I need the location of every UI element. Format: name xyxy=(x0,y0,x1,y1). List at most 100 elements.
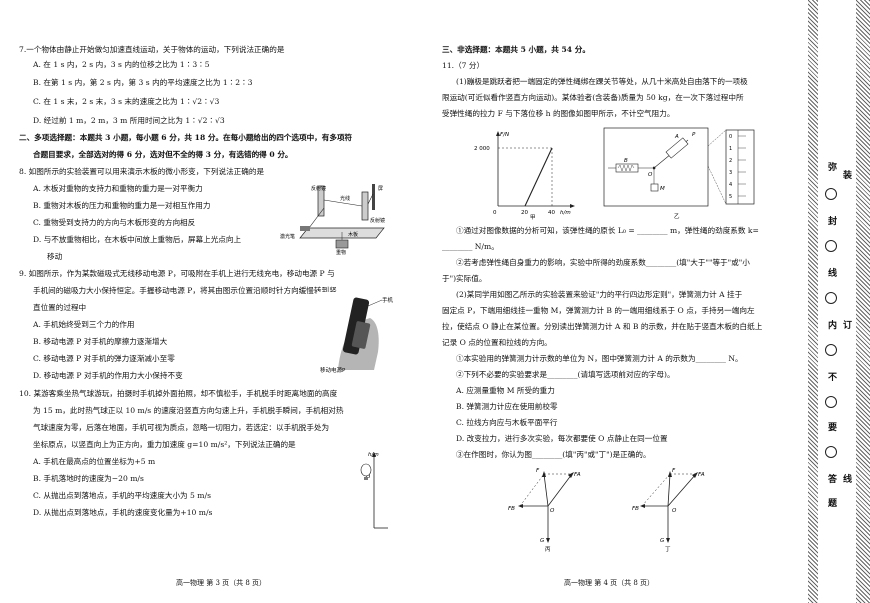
jia-xtick-0: 0 xyxy=(493,210,497,216)
q11-option-a: A. 应测量重物 M 所受的重力 xyxy=(456,386,555,395)
q11-part2-q1: ①本实验用的弹簧测力计示数的单位为 N，图中弹簧测力计 A 的示数为______… xyxy=(456,354,743,363)
strip-circle-4 xyxy=(825,344,837,356)
q11-part2-q3: ③在作图时，你认为图________(填"丙"或"丁")是正确的。 xyxy=(456,450,651,459)
q11-part2-q2: ②下列不必要的实验要求是________(请填写选项前对应的字母)。 xyxy=(456,370,675,379)
strip-word-1: 弥 xyxy=(828,163,838,173)
question-10-stem-3: 气球速度为零，后落在地面，手机可视为质点，忽略一切阻力，若选定：以手机脱手处为 xyxy=(33,423,330,432)
strip-word-4: 内 xyxy=(828,321,838,331)
question-10-stem-4: 坐标原点，以竖直向上为正方向，重力加速度 g=10 m/s²，下列说法正确的是 xyxy=(33,440,296,449)
figure-q10-balloon: h/m O xyxy=(360,452,388,529)
strip-word-8: 题 xyxy=(828,499,838,509)
q11-part2-line2: 固定点 P，下端用细线挂一重物 M，弹簧测力计 B 的一端用细线系于 O 点，手… xyxy=(442,306,755,315)
q11-option-b: B. 弹簧测力计应在使用前校零 xyxy=(456,402,558,411)
strip-circle-1 xyxy=(825,188,837,200)
q10-option-b: B. 手机落地时的速度为−20 m/s xyxy=(33,474,144,483)
q10-option-d: D. 从抛出点到落地点，手机的速度变化量为+10 m/s xyxy=(33,508,213,517)
right-page: 三、非选择题：本题共 5 小题，共 54 分。 11.（7 分） (1)蹦极是跳… xyxy=(432,0,802,603)
ding-label-f: F xyxy=(672,468,676,474)
yi-label-m: M xyxy=(660,186,665,192)
question-9-stem-3: 直位置的过程中 xyxy=(33,303,87,312)
yi-scale-3: 3 xyxy=(729,170,732,176)
fig9-label-phone: 手机 xyxy=(382,296,394,304)
fig10-label-origin: O xyxy=(366,474,371,480)
question-9-stem-2: 手机间的磁吸力大小保持恒定。手握移动电源 P，将其由图示位置沿顺时针方向缓慢转到… xyxy=(33,286,337,295)
q7-option-c: C. 在 1 s 末，2 s 末，3 s 末的速度之比为 1∶√2∶√3 xyxy=(33,97,220,106)
strip-circle-5 xyxy=(825,396,837,408)
q8-option-d-cont: 移动 xyxy=(47,252,63,261)
fig10-label-hm: h/m xyxy=(368,452,379,458)
jia-xlabel: h/m xyxy=(560,210,571,216)
strip-circle-2 xyxy=(825,240,837,252)
fig8-label-weight: 重物 xyxy=(336,249,346,255)
q11-part1-q2-cont: 于")实际值。 xyxy=(442,274,487,283)
yi-scale-0: 0 xyxy=(729,134,732,140)
strip-mark-ding: 订 xyxy=(843,321,853,331)
q8-option-d: D. 与不放重物相比，在木板中间放上重物后，屏幕上光点向上 xyxy=(33,235,242,244)
q9-option-b: B. 移动电源 P 对手机的摩擦力逐渐增大 xyxy=(33,337,168,346)
bing-label-o: O xyxy=(550,508,555,514)
question-9-stem: 9. 如图所示，作为某款磁吸式无线移动电源 P，可吸附在手机上进行无线充电，移动… xyxy=(19,269,335,278)
strip-circle-6 xyxy=(825,446,837,458)
yi-scale-4: 4 xyxy=(729,182,732,188)
q9-option-a: A. 手机始终受到三个力的作用 xyxy=(33,320,135,329)
strip-word-2: 封 xyxy=(828,217,838,227)
figure-q8-apparatus: 反射镜 屏 光线 反射镜 激光笔 木板 重物 xyxy=(280,184,385,255)
fig9-label-powerbank: 移动电源P xyxy=(320,366,346,374)
jia-xtick-40: 40 xyxy=(548,210,555,216)
binding-margin-strip: 弥 封 线 内 不 要 答 题 装 订 线 xyxy=(808,0,870,603)
bing-label-f: F xyxy=(536,468,540,474)
question-10-stem-2: 为 15 m，此时热气球正以 10 m/s 的速度沿竖直方向匀速上升，手机脱手瞬… xyxy=(33,406,344,415)
q8-option-c: C. 重物受到支持力的方向与木板形变的方向相反 xyxy=(33,218,196,227)
figure-bing-forces: FB FA F O G 丙 xyxy=(508,468,581,552)
fig8-label-mirror2: 反射镜 xyxy=(370,217,385,224)
fig8-label-board: 木板 xyxy=(348,231,358,238)
jia-caption: 甲 xyxy=(530,214,536,220)
jia-ylabel: F/N xyxy=(500,132,509,138)
strip-word-3: 线 xyxy=(828,269,838,279)
q11-part2-line3: 拉，使结点 O 静止在某位置。分别读出弹簧测力计 A 和 B 的示数，并在贴于竖… xyxy=(442,322,763,331)
fig8-label-laser: 激光笔 xyxy=(280,233,295,240)
q11-part2-line1: (2)某同学用如图乙所示的实验装置来验证"力的平行四边形定则"，弹簧测力计 A … xyxy=(456,290,743,299)
strip-word-7: 答 xyxy=(828,475,838,485)
q11-part1-line2: 限运动(可近似看作竖直方向运动)。某体验者(含装备)质量为 50 kg，在一次下… xyxy=(442,93,744,102)
q11-part2-line4: 记录 O 点的位置和拉线的方向。 xyxy=(442,338,552,347)
left-page: 7.一个物体由静止开始做匀加速直线运动，关于物体的运动，下列说法正确的是 A. … xyxy=(0,0,430,603)
ding-label-g: G xyxy=(660,538,664,544)
yi-scale-2: 2 xyxy=(729,158,732,164)
q11-part1-q1-cont: ________ N/m。 xyxy=(442,242,499,251)
figure-ding-forces: FB FA F O G 丁 xyxy=(632,468,705,552)
strip-word-6: 要 xyxy=(828,423,838,433)
ding-caption: 丁 xyxy=(665,546,671,552)
yi-label-a: A xyxy=(674,134,679,140)
q8-option-b: B. 重物对木板的压力和重物的重力是一对相互作用力 xyxy=(33,201,211,210)
question-11-heading: 11.（7 分） xyxy=(442,61,485,70)
strip-mark-zhuang: 装 xyxy=(843,171,853,181)
q9-option-d: D. 移动电源 P 对手机的作用力大小保持不变 xyxy=(33,371,183,380)
jia-xtick-20: 20 xyxy=(521,210,528,216)
question-7-stem: 7.一个物体由静止开始做匀加速直线运动，关于物体的运动，下列说法正确的是 xyxy=(19,45,285,54)
section-3-heading: 三、非选择题：本题共 5 小题，共 54 分。 xyxy=(442,45,590,54)
q7-option-a: A. 在 1 s 内，2 s 内，3 s 内的位移之比为 1∶3∶5 xyxy=(33,60,210,69)
yi-label-p: P xyxy=(692,132,696,138)
q9-option-c: C. 移动电源 P 对手机的弹力逐渐减小至零 xyxy=(33,354,175,363)
hatch-left xyxy=(808,0,818,603)
yi-label-o: O xyxy=(648,172,653,178)
hatch-right xyxy=(856,0,870,603)
q11-part1-q2: ②若考虑弹性绳自身重力的影响，实验中所得的劲度系数________(填"大于""… xyxy=(456,258,750,267)
bing-label-g: G xyxy=(540,538,544,544)
q8-option-a: A. 木板对重物的支持力和重物的重力是一对平衡力 xyxy=(33,184,203,193)
q11-option-d: D. 改变拉力，进行多次实验，每次都要使 O 点静止在同一位置 xyxy=(456,434,668,443)
figure-yi-apparatus: B O A P M 0 1 2 3 4 5 乙 xyxy=(603,127,755,220)
q11-part1-q1: ①通过对图像数据的分析可知，该弹性绳的原长 L₀ = ________ m，弹性… xyxy=(456,226,759,235)
question-10-stem: 10. 某游客乘坐热气球游玩，拍摄时手机掉外面拍照，却不慎松手，手机脱手时距离地… xyxy=(19,389,338,398)
ding-label-fb: FB xyxy=(632,506,639,512)
bing-label-fa: FA xyxy=(574,472,581,478)
ding-label-fa: FA xyxy=(698,472,705,478)
q7-option-b: B. 在第 1 s 内，第 2 s 内，第 3 s 内的平均速度之比为 1∶2∶… xyxy=(33,78,253,87)
section-2-heading: 二、多项选择题：本题共 3 小题，每小题 6 分，共 18 分。在每小题给出的四… xyxy=(19,133,353,142)
yi-caption: 乙 xyxy=(674,213,680,220)
ding-label-o: O xyxy=(672,508,677,514)
fig8-label-screen: 屏 xyxy=(378,186,383,192)
footer-page-4: 高一物理 第 4 页（共 8 页） xyxy=(564,579,655,587)
footer-page-3: 高一物理 第 3 页（共 8 页） xyxy=(176,579,267,587)
